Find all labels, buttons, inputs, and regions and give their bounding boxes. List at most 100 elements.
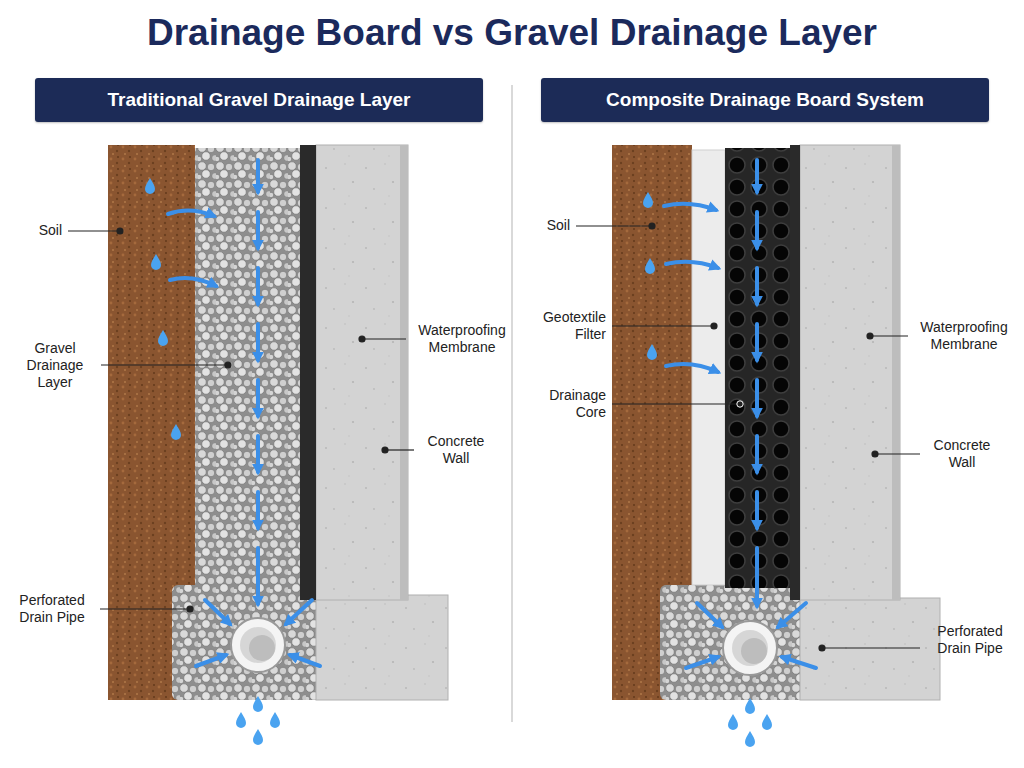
- water-drops: [728, 714, 738, 730]
- leader-lines: [822, 647, 920, 648]
- water-drops: [145, 178, 280, 745]
- membrane: [300, 145, 316, 600]
- water-flow: [256, 268, 260, 304]
- part-label: Waterproofing Membrane: [914, 319, 1014, 353]
- leader-lines: [68, 230, 120, 231]
- leader-lines: [382, 447, 388, 453]
- water-drops: [253, 696, 263, 712]
- water-flow: [664, 160, 816, 668]
- water-flow: [755, 324, 759, 360]
- water-drops: [171, 424, 181, 440]
- water-flow: [664, 204, 716, 210]
- water-flow: [286, 600, 312, 624]
- leader-lines: [612, 325, 714, 326]
- water-flow: [290, 655, 320, 666]
- leader-lines: [100, 608, 190, 609]
- gravel-bed: [172, 585, 330, 700]
- wall-edge: [400, 145, 408, 600]
- leader-lines: [359, 336, 365, 342]
- leader-lines: [68, 223, 920, 651]
- header-band: Composite Drainage Board System: [541, 78, 989, 122]
- footing: [800, 598, 940, 700]
- leader-lines: [872, 451, 878, 457]
- header-band: Traditional Gravel Drainage Layer: [35, 78, 483, 122]
- pipe-bore: [741, 638, 767, 664]
- wall-edge: [892, 145, 900, 600]
- water-flow: [666, 262, 718, 268]
- header-text: Traditional Gravel Drainage Layer: [107, 88, 410, 112]
- water-flow: [168, 160, 320, 666]
- panel-divider: [511, 85, 513, 722]
- part-label: Waterproofing Membrane: [412, 322, 512, 356]
- footing: [316, 595, 448, 700]
- leader-lines: [101, 364, 228, 365]
- water-flow: [755, 160, 759, 192]
- water-drops: [645, 258, 655, 274]
- water-drops: [270, 712, 280, 728]
- part-label: Soil: [520, 217, 570, 234]
- water-drops: [151, 254, 161, 270]
- water-flow: [256, 212, 260, 248]
- part-label: Geotextile Filter: [526, 309, 606, 343]
- diagram-title: Drainage Board vs Gravel Drainage Layer: [147, 10, 877, 56]
- part-label: Concrete Wall: [926, 437, 998, 471]
- part-label: Perforated Drain Pipe: [926, 623, 1014, 657]
- leader-lines: [819, 645, 825, 651]
- drain-pipe: [723, 621, 777, 675]
- water-flow: [256, 380, 260, 416]
- leader-lines: [737, 401, 743, 407]
- water-drops: [647, 344, 657, 360]
- water-drops: [643, 192, 772, 747]
- water-drops: [145, 178, 155, 194]
- leader-lines: [612, 403, 740, 404]
- leader-lines: [187, 606, 193, 612]
- water-flow: [686, 657, 718, 668]
- water-flow: [256, 492, 260, 528]
- leader-lines: [711, 323, 717, 329]
- part-label: Drainage Core: [526, 387, 606, 421]
- water-drops: [643, 192, 653, 208]
- water-flow: [168, 210, 214, 216]
- part-label: Concrete Wall: [420, 433, 492, 467]
- concrete-wall: [316, 145, 408, 600]
- leader-lines: [870, 335, 908, 336]
- concrete-wall: [800, 145, 900, 600]
- water-drops: [236, 712, 246, 728]
- leader-lines: [649, 223, 655, 229]
- water-drops: [745, 731, 755, 747]
- water-flow: [256, 436, 260, 472]
- part-label: Soil: [12, 222, 62, 239]
- water-flow: [666, 364, 718, 372]
- water-flow: [755, 212, 759, 248]
- water-drops: [158, 330, 168, 346]
- water-flow: [697, 603, 722, 627]
- gravel-section: [108, 145, 448, 700]
- leader-lines: [225, 362, 231, 368]
- water-drops: [253, 729, 263, 745]
- pipe-bore: [732, 630, 768, 666]
- water-flow: [755, 436, 759, 472]
- water-drops: [745, 698, 755, 714]
- leader-lines: [385, 449, 414, 450]
- membrane: [790, 145, 800, 600]
- water-flow: [256, 548, 260, 604]
- water-drops: [762, 714, 772, 730]
- part-label: Gravel Drainage Layer: [15, 340, 95, 391]
- water-flow: [256, 160, 260, 192]
- water-flow: [755, 380, 759, 416]
- pipe-bore: [249, 635, 275, 661]
- water-flow: [778, 603, 806, 627]
- leader-lines: [362, 338, 406, 339]
- leader-lines: [867, 333, 873, 339]
- drainage-core: [725, 148, 790, 588]
- drain-pipe: [231, 618, 285, 672]
- part-label: Perforated Drain Pipe: [10, 592, 94, 626]
- pipe-bore: [240, 627, 276, 663]
- board-section: [612, 145, 940, 700]
- water-flow: [196, 655, 226, 666]
- water-flow: [170, 278, 216, 286]
- leader-lines: [576, 225, 652, 226]
- water-flow: [205, 600, 230, 624]
